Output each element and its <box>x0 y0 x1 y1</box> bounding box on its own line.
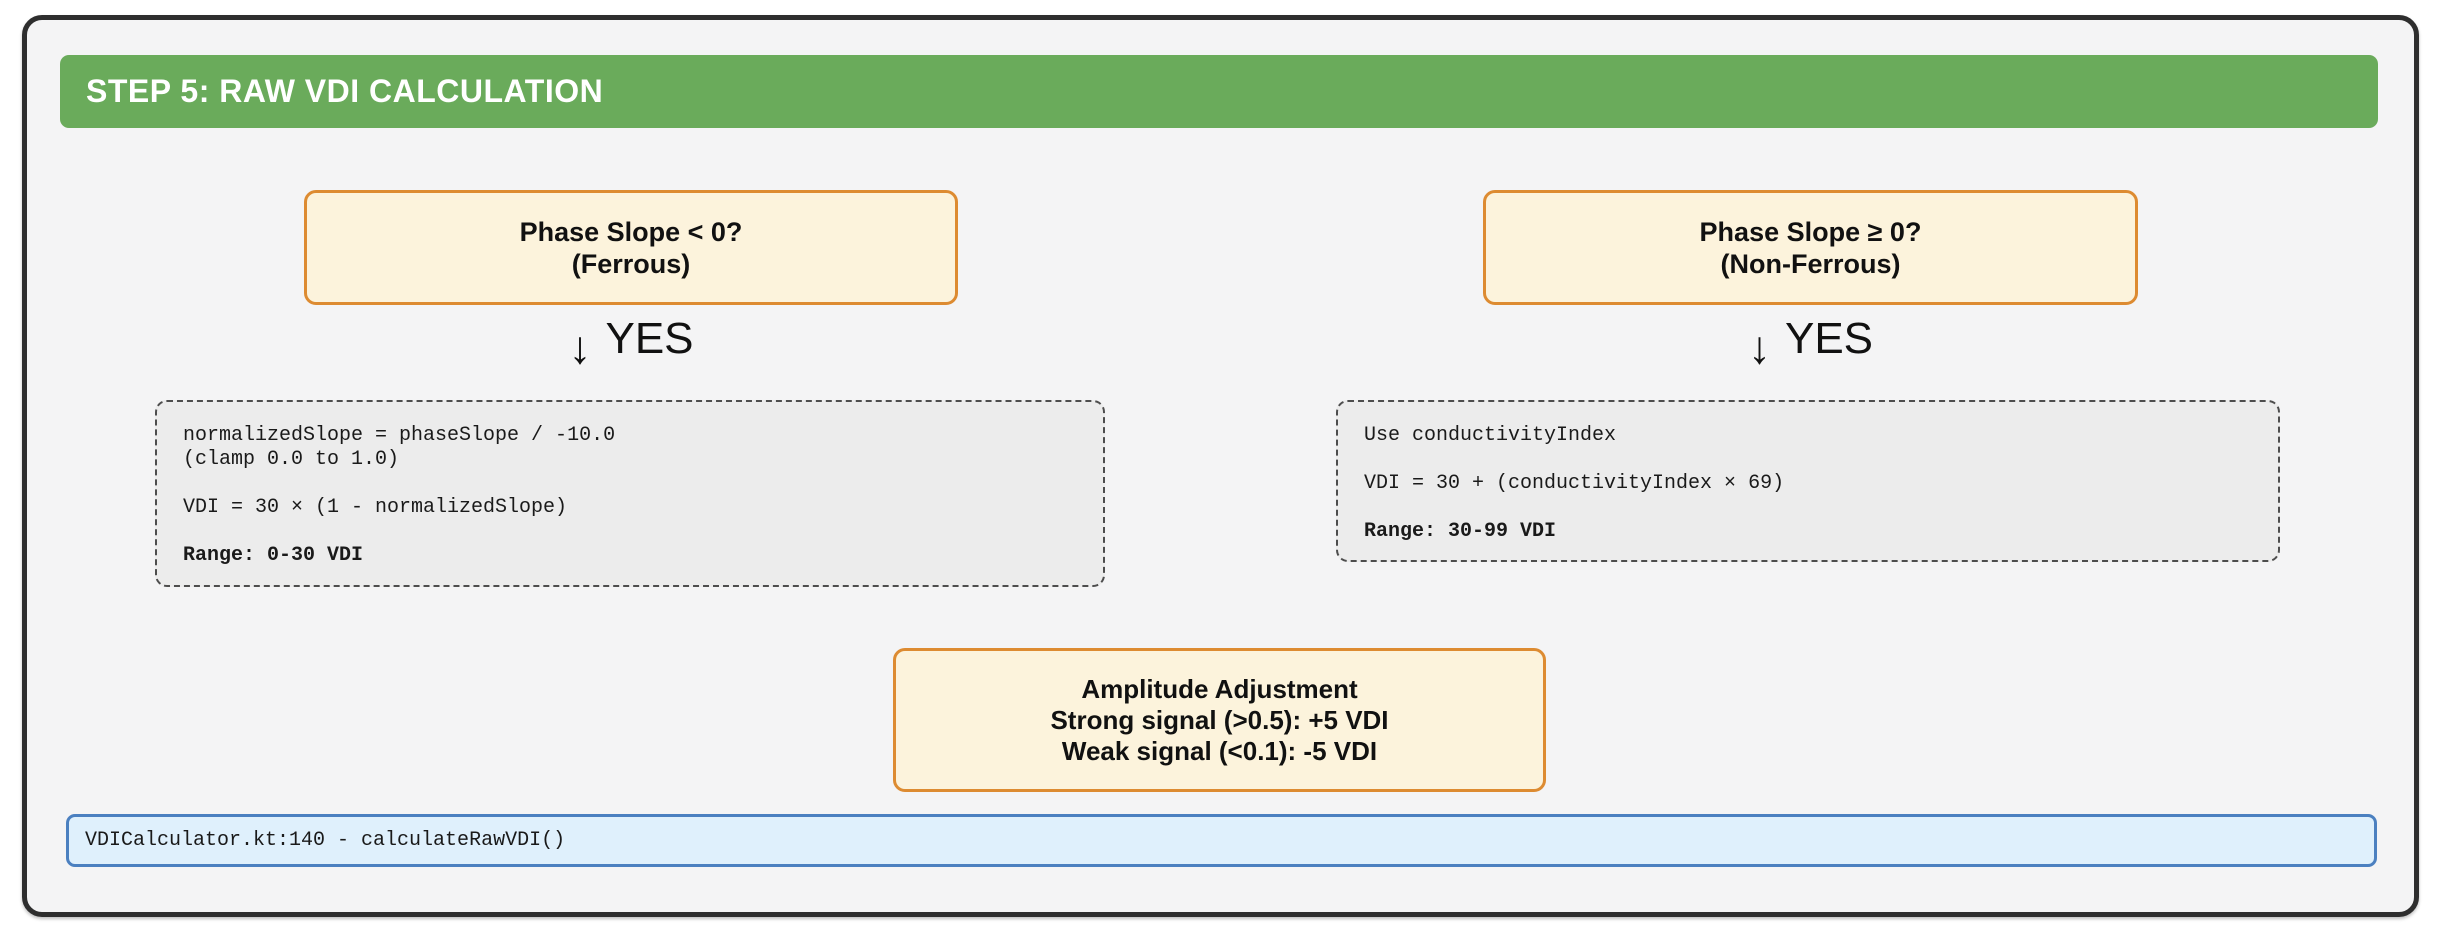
yes-label-non-ferrous: YES <box>1784 314 1874 363</box>
down-arrow-icon: ↓ <box>568 321 592 373</box>
formula-text-non-ferrous: Use conductivityIndex VDI = 30 + (conduc… <box>1364 424 1785 495</box>
source-reference-bar: VDICalculator.kt:140 - calculateRawVDI() <box>66 814 2377 867</box>
decision-non-ferrous-category: (Non-Ferrous) <box>1720 248 1901 279</box>
range-text-non-ferrous: Range: 30-99 VDI <box>1364 520 1557 543</box>
yes-label-ferrous: YES <box>605 314 694 363</box>
decision-ferrous-category: (Ferrous) <box>571 248 691 279</box>
formula-box-non-ferrous: Use conductivityIndex VDI = 30 + (conduc… <box>1336 400 2280 562</box>
decision-non-ferrous-question: Phase Slope ≥ 0? <box>1699 216 1922 247</box>
decision-ferrous-question: Phase Slope < 0? <box>519 216 743 247</box>
formula-text-ferrous: normalizedSlope = phaseSlope / -10.0 (cl… <box>183 424 616 519</box>
step-header-banner: STEP 5: RAW VDI CALCULATION <box>60 55 2378 128</box>
amplitude-weak-rule: Weak signal (<0.1): -5 VDI <box>1061 735 1378 766</box>
yes-connector-non-ferrous: ↓ YES <box>1483 314 2138 374</box>
amplitude-adjustment-box: Amplitude Adjustment Strong signal (>0.5… <box>893 648 1546 792</box>
amplitude-strong-rule: Strong signal (>0.5): +5 VDI <box>1050 704 1389 735</box>
decision-box-non-ferrous: Phase Slope ≥ 0? (Non-Ferrous) <box>1483 190 2138 305</box>
range-text-ferrous: Range: 0-30 VDI <box>183 544 364 567</box>
decision-box-ferrous: Phase Slope < 0? (Ferrous) <box>304 190 958 305</box>
step-title: STEP 5: RAW VDI CALCULATION <box>86 73 604 109</box>
amplitude-title: Amplitude Adjustment <box>1081 673 1358 704</box>
down-arrow-icon: ↓ <box>1747 321 1771 373</box>
formula-box-ferrous: normalizedSlope = phaseSlope / -10.0 (cl… <box>155 400 1105 587</box>
yes-connector-ferrous: ↓ YES <box>304 314 958 374</box>
source-reference-text: VDICalculator.kt:140 - calculateRawVDI() <box>85 829 566 852</box>
